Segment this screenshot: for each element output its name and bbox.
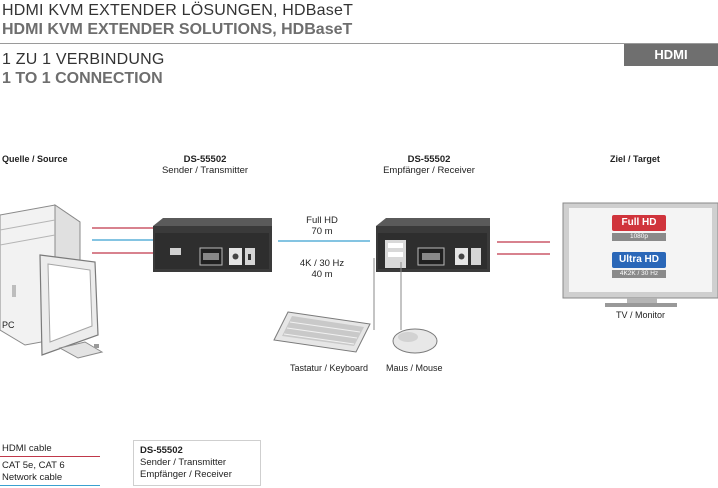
legend-device-model: DS-55502 [140,445,183,456]
legend-network-label-2: Network cable [2,472,63,483]
sender-role: Sender / Transmitter [161,165,249,176]
link-line1: Full HD [306,215,338,226]
header-rule [0,43,718,44]
legend-hdmi-line [0,456,100,457]
title-en: HDMI KVM EXTENDER SOLUTIONS, HDBaseT [2,21,353,38]
legend-network-line [0,485,100,486]
ultra-hd-tag: Ultra HD [612,252,666,268]
sender-device-icon [153,218,272,272]
receiver-model: DS-55502 [407,154,451,165]
legend-device-line2: Empfänger / Receiver [140,469,232,480]
mouse-icon [392,328,438,354]
keyboard-icon [273,311,371,353]
target-heading: Ziel / Target [610,154,660,164]
source-heading: Quelle / Source [2,154,68,164]
tv-label: TV / Monitor [616,310,666,320]
link-line2: 70 m [311,226,333,237]
receiver-device-icon [376,218,490,272]
subtitle-en: 1 TO 1 CONNECTION [2,70,163,87]
link-line4: 40 m [311,269,333,280]
pc-monitor-icon [39,254,104,359]
link-fullhd-label: Full HD 70 m [282,215,362,237]
ultra-hd-sub: 4K2K / 30 Hz [612,270,666,278]
subtitle-de: 1 ZU 1 VERBINDUNG [2,51,165,68]
mouse-label: Maus / Mouse [386,363,443,373]
legend-device-box: DS-55502 Sender / Transmitter Empfänger … [133,440,261,486]
pc-label: PC [2,320,15,330]
full-hd-tag: Full HD [612,215,666,231]
keyboard-label: Tastatur / Keyboard [290,363,369,373]
legend-hdmi-label: HDMI cable [2,443,52,454]
hdmi-badge: HDMI [624,44,718,66]
receiver-role: Empfänger / Receiver [383,165,475,176]
sender-model: DS-55502 [183,154,227,165]
sender-description: DS-55502 Sender / Transmitter [135,154,275,176]
legend-network-label-1: CAT 5e, CAT 6 [2,460,65,471]
receiver-description: DS-55502 Empfänger / Receiver [359,154,499,176]
title-de: HDMI KVM EXTENDER LÖSUNGEN, HDBaseT [2,2,354,19]
full-hd-sub: 1080p [612,233,666,241]
legend-device-line1: Sender / Transmitter [140,457,227,468]
link-4k-label: 4K / 30 Hz 40 m [282,258,362,280]
link-line3: 4K / 30 Hz [299,258,345,269]
